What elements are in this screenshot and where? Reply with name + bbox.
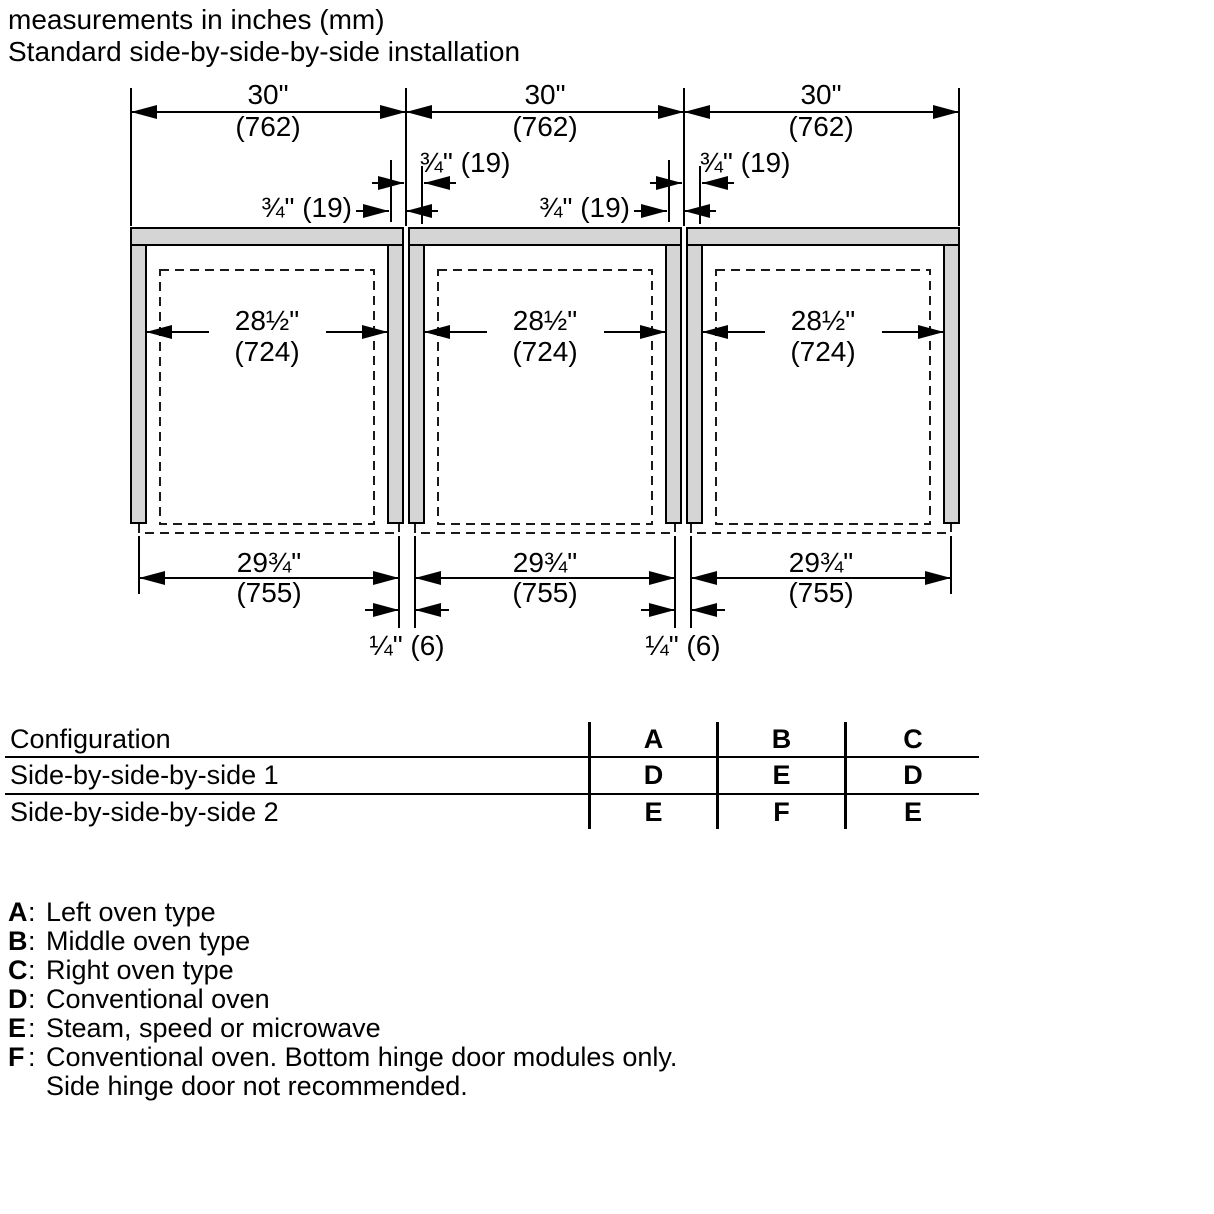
table-row: Side-by-side-by-side 2 E F E [5,794,979,829]
side-panel-label-j2-upper: ¾" (19) [700,147,791,178]
front-width-in-bay1: 29¾" [237,547,301,578]
front-dashed-bay1 [138,524,400,534]
cutout-width-mm-bay1: (724) [234,336,299,367]
table-row: Side-by-side-by-side 1 D E D [5,757,979,795]
front-width-in-bay2: 29¾" [513,547,577,578]
legend-text-b: Middle oven type [46,926,251,956]
row1-value-b: E [716,757,846,795]
title-units-note: measurements in inches (mm) [8,4,385,35]
niche-width-mm-bay2: (762) [512,111,577,142]
legend-text-e: Steam, speed or microwave [46,1013,381,1043]
cutout-width-in-bay2: 28½" [513,305,577,336]
top-rail-bay2 [408,227,682,246]
side-panel-right-bay1 [387,244,404,524]
niche-width-in-bay3: 30" [800,79,841,110]
dimension-labels: 30" (762) 30" (762) 30" (762) ¾" (19) ¾"… [234,79,855,661]
table-header-configuration: Configuration [5,722,590,758]
row2-value-b: F [716,794,846,829]
front-width-mm-bay2: (755) [512,577,577,608]
legend: A:Left oven type B:Middle oven type C:Ri… [8,898,677,1101]
niche-width-mm-bay1: (762) [235,111,300,142]
side-panel-label-j2-lower: ¾" (19) [539,192,630,223]
row2-label: Side-by-side-by-side 2 [10,796,279,827]
front-dashed-bay3 [690,524,952,534]
side-panel-left-bay3 [686,244,703,524]
legend-item-e: E:Steam, speed or microwave [8,1013,381,1043]
cutout-dashed-bay3 [715,269,931,525]
legend-text-d: Conventional oven [46,984,270,1014]
legend-text-f-line2: Side hinge door not recommended. [46,1071,468,1101]
legend-text-c: Right oven type [46,955,234,985]
legend-key-a: A [8,897,28,927]
side-panel-left-bay1 [130,244,147,524]
cutout-width-mm-bay3: (724) [790,336,855,367]
legend-key-b: B [8,926,28,956]
niche-width-in-bay2: 30" [524,79,565,110]
table-header-c: C [844,722,979,758]
row1-label: Side-by-side-by-side 1 [5,757,590,795]
legend-key-d: D [8,984,28,1014]
legend-item-c: C:Right oven type [8,955,234,985]
side-panel-right-bay3 [943,244,960,524]
legend-key-c: C [8,955,28,985]
configuration-table: Configuration A B C Side-by-side-by-side… [5,722,979,829]
legend-text-a: Left oven type [46,897,216,927]
table-header-a: A [588,722,718,758]
table-header-b: B [716,722,846,758]
cutout-dashed-bay1 [159,269,375,525]
front-dashed-bay2 [414,524,676,534]
front-width-mm-bay3: (755) [788,577,853,608]
legend-item-a: A:Left oven type [8,897,216,927]
row2-value-a: E [588,794,718,829]
front-gap-label-j2: ¼" (6) [645,630,720,661]
legend-item-b: B:Middle oven type [8,926,251,956]
top-rail-bay1 [130,227,404,246]
side-panel-right-bay2 [665,244,682,524]
title-installation-type: Standard side-by-side-by-side installati… [8,36,521,67]
legend-item-f: F:Conventional oven. Bottom hinge door m… [8,1042,678,1101]
row2-value-c: E [844,794,979,829]
row1-value-c: D [844,757,979,795]
page-title: measurements in inches (mm) Standard sid… [8,4,520,68]
top-rail-bay3 [686,227,960,246]
legend-key-e: E [8,1013,27,1043]
cutout-width-in-bay3: 28½" [791,305,855,336]
cutout-outlines [138,269,952,534]
legend-key-f: F [8,1042,25,1072]
row1-value-a: D [588,757,718,795]
legend-item-d: D:Conventional oven [8,984,270,1014]
niche-width-in-bay1: 30" [247,79,288,110]
side-panel-label-j1-upper: ¾" (19) [420,147,511,178]
niche-width-mm-bay3: (762) [788,111,853,142]
cutout-width-in-bay1: 28½" [235,305,299,336]
front-gap-label-j1: ¼" (6) [369,630,444,661]
legend-text-f: Conventional oven. Bottom hinge door mod… [46,1042,678,1072]
front-width-in-bay3: 29¾" [789,547,853,578]
dimension-lines [130,88,960,628]
front-width-mm-bay1: (755) [236,577,301,608]
cutout-width-mm-bay2: (724) [512,336,577,367]
installation-diagram: 30" (762) 30" (762) 30" (762) ¾" (19) ¾"… [130,79,960,661]
side-panel-label-j1-lower: ¾" (19) [261,192,352,223]
cutout-dashed-bay2 [437,269,653,525]
cabinet-structure [130,227,960,524]
side-panel-left-bay2 [408,244,425,524]
